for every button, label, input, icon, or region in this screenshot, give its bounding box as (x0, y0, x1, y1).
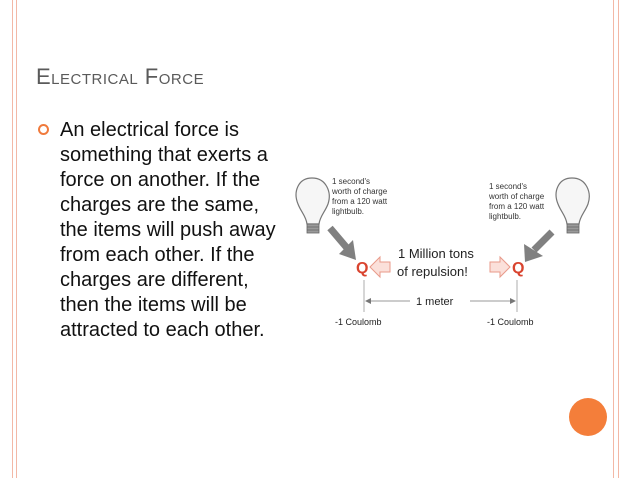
left-charge-value: -1 Coulomb (335, 317, 382, 327)
right-border-line-outer (618, 0, 619, 478)
right-charge-label: Q (512, 260, 524, 277)
right-diagonal-arrow-icon (524, 229, 555, 262)
repulsion-diagram: 1 second's worth of charge from a 120 wa… (295, 177, 590, 327)
center-label-line2: of repulsion! (397, 264, 468, 279)
right-border-line (613, 0, 614, 478)
left-charge-label: Q (356, 260, 368, 277)
center-label-line1: 1 Million tons (398, 246, 474, 261)
left-border-line-inner (16, 0, 17, 478)
right-caption: 1 second's worth of charge from a 120 wa… (488, 182, 546, 221)
right-repulsion-arrow-icon (489, 255, 511, 279)
coulomb-repulsion-figure: 1 second's worth of charge from a 120 wa… (290, 172, 590, 337)
right-charge-value: -1 Coulomb (487, 317, 534, 327)
left-repulsion-arrow-icon (369, 255, 391, 279)
bullet-circle-icon (38, 124, 49, 135)
distance-label: 1 meter (416, 296, 454, 308)
distance-marker (363, 280, 518, 312)
slide-title: Electrical Force (36, 64, 205, 89)
right-lightbulb-icon (555, 177, 590, 234)
decorative-orange-circle (569, 398, 607, 436)
bullet-text: An electrical force is something that ex… (60, 119, 276, 341)
left-border-line (12, 0, 13, 478)
left-lightbulb-icon (295, 177, 330, 234)
left-diagonal-arrow-icon (327, 225, 356, 260)
left-caption: 1 second's worth of charge from a 120 wa… (331, 177, 389, 216)
